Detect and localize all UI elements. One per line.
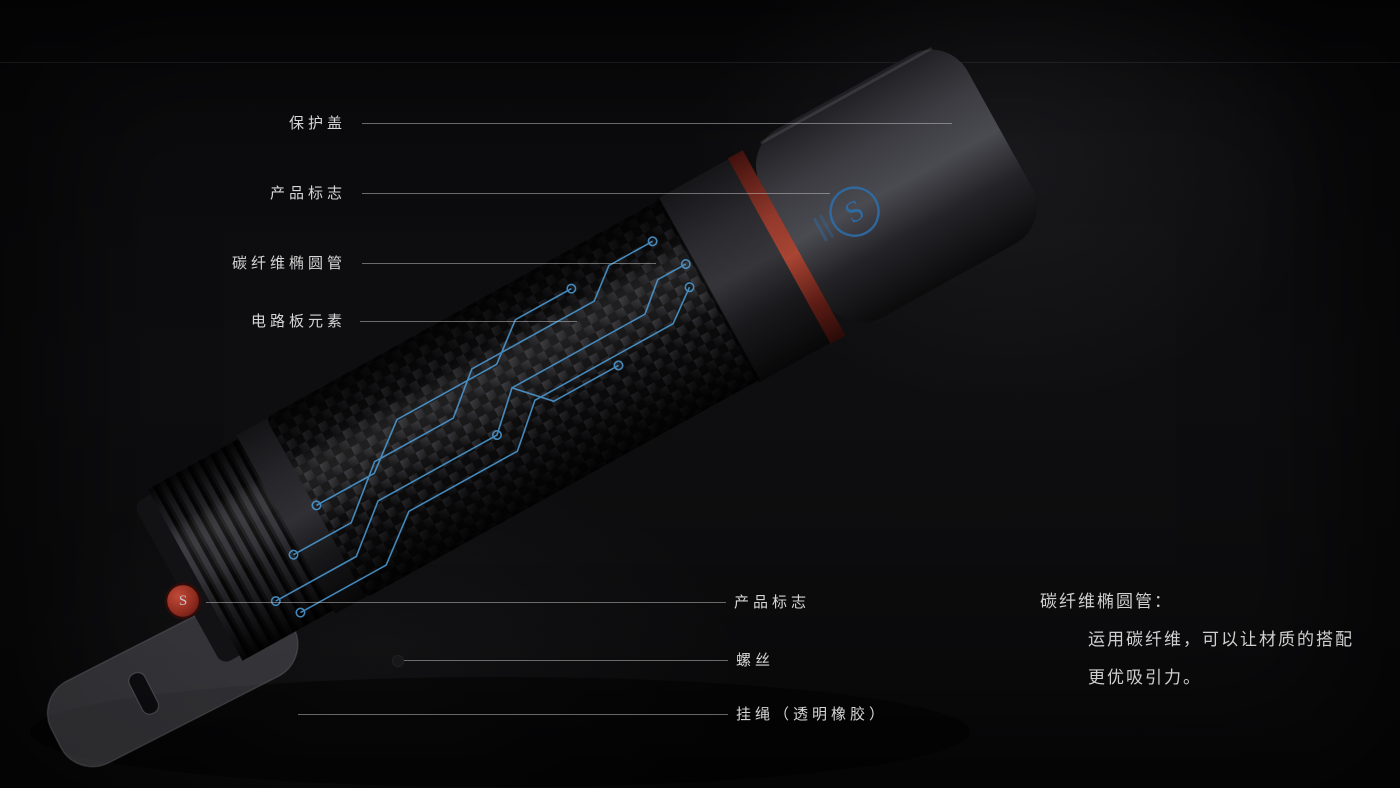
top-divider [0, 62, 1400, 63]
device-body: S [136, 47, 1037, 662]
screw [392, 655, 404, 667]
callout-label-lanyard: 挂绳（透明橡胶） [736, 706, 889, 723]
leader-line-product-logo-top [362, 193, 830, 194]
tail-logo-badge: S [164, 582, 202, 620]
badge-letter: S [179, 593, 187, 609]
leader-line-lanyard [298, 714, 728, 715]
callout-label-circuit-elements: 电路板元素 [250, 313, 346, 330]
mid-band [236, 417, 367, 614]
strap-slot [128, 672, 160, 715]
callout-label-product-logo-top: 产品标志 [269, 185, 346, 202]
leader-line-product-logo-bottom [206, 602, 726, 603]
leader-line-carbon-tube [362, 263, 656, 264]
collar-section [658, 155, 838, 382]
note-body-line-2: 更优吸引力。 [1088, 668, 1202, 687]
callout-label-carbon-tube: 碳纤维椭圆管 [231, 255, 346, 272]
tail-end-cap [136, 494, 244, 662]
note-title: 碳纤维椭圆管： [1040, 592, 1173, 611]
red-accent-ring [727, 150, 846, 344]
leader-line-screw [404, 660, 728, 661]
callout-label-screw: 螺丝 [736, 652, 775, 669]
protective-cover [755, 49, 1037, 323]
description-note: 碳纤维椭圆管： 运用碳纤维，可以让材质的搭配 更优吸引力。 [1040, 583, 1354, 697]
note-body-line-1: 运用碳纤维，可以让材质的搭配 [1088, 630, 1354, 649]
leader-line-circuit-elements [360, 321, 577, 322]
floor-shadow [30, 677, 970, 787]
callout-label-product-logo-bottom: 产品标志 [734, 594, 811, 611]
circuit-traces [270, 236, 695, 618]
callout-label-protective-cover: 保护盖 [288, 115, 346, 132]
leader-line-protective-cover [362, 123, 952, 124]
